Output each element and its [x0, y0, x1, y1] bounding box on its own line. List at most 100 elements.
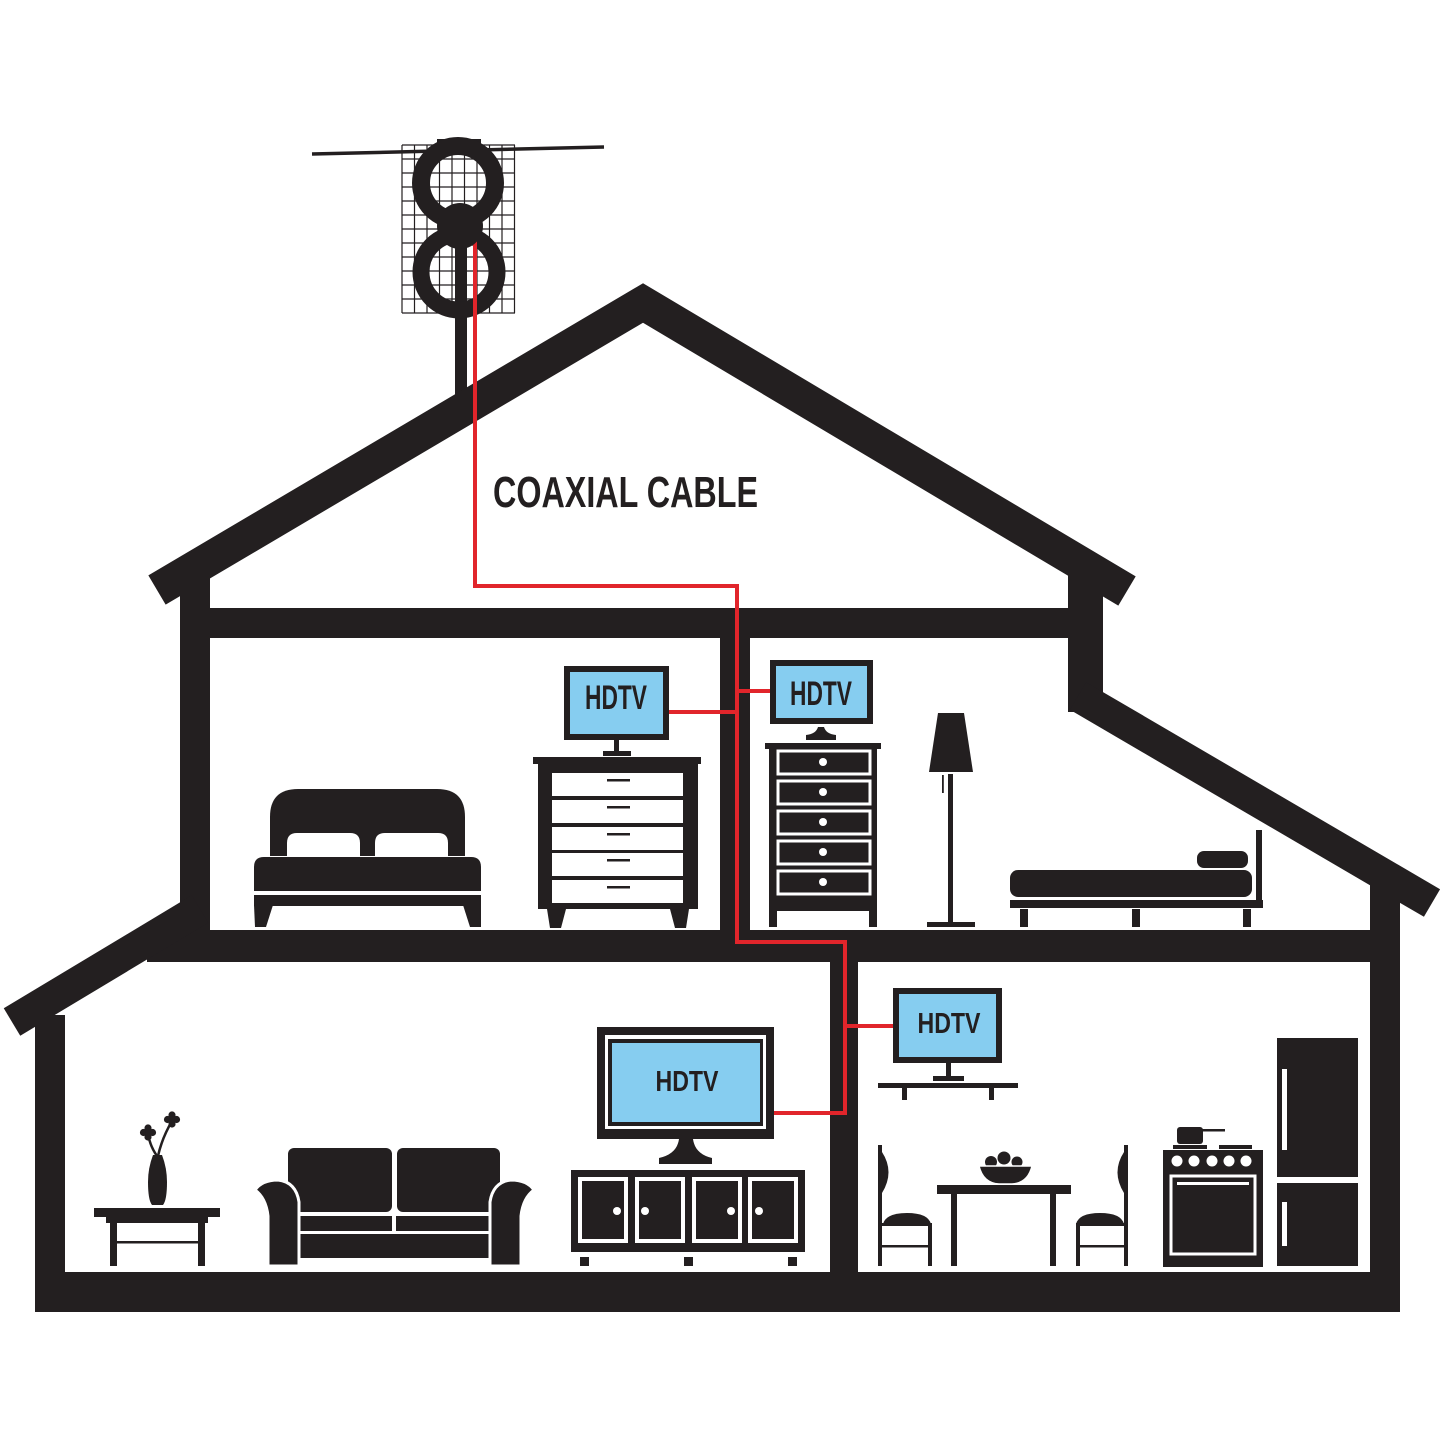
- dresser-drawer: [552, 800, 683, 823]
- chair-crossbar: [882, 1245, 929, 1248]
- ground-floor: [35, 1272, 1400, 1312]
- vase: [148, 1155, 167, 1205]
- drawer-knob: [819, 818, 827, 826]
- tv-stand: [806, 727, 836, 740]
- fruit-bowl-icon: [978, 1151, 1033, 1185]
- single-bed-icon: [1010, 830, 1263, 927]
- sofa-arm-left: [252, 1178, 301, 1268]
- dresser-leg: [769, 910, 777, 927]
- tv-stand-base: [603, 751, 631, 756]
- bed-leg: [1243, 909, 1251, 927]
- middle-floor: [147, 930, 1400, 962]
- coaxial-cable-label: COAXIAL CABLE: [493, 468, 758, 517]
- drawer-knob: [819, 758, 827, 766]
- bed-pillow-right: [375, 833, 448, 857]
- tv-stand-neck: [614, 740, 619, 752]
- table-apron: [106, 1216, 208, 1223]
- sofa-arm-right: [488, 1178, 537, 1268]
- console-foot: [788, 1257, 797, 1266]
- tv-screen: [612, 1043, 760, 1122]
- door-knob: [641, 1207, 649, 1215]
- chair-seat-frame: [882, 1223, 932, 1226]
- drawer-handle: [607, 779, 630, 782]
- dresser-drawer: [552, 880, 683, 903]
- tv-screen: [776, 666, 867, 718]
- chair-seat: [1076, 1213, 1124, 1224]
- cooking-pot: [1177, 1127, 1203, 1144]
- bed-pillow: [1197, 851, 1248, 868]
- drawer-knob: [819, 878, 827, 886]
- chair-leg: [1076, 1223, 1080, 1266]
- house-outline: [3, 283, 1441, 1312]
- chair-crossbar: [1078, 1245, 1125, 1248]
- chair-leg: [928, 1223, 932, 1266]
- dresser-leg: [547, 909, 566, 928]
- bed-leg: [1132, 909, 1140, 927]
- table-top: [94, 1208, 220, 1217]
- console-foot: [580, 1257, 589, 1266]
- console-foot: [684, 1257, 693, 1266]
- stove-knob: [1206, 1155, 1218, 1167]
- lamp-pull-chain: [942, 775, 944, 793]
- tv-label: HDTV: [656, 1066, 720, 1098]
- fridge-lower-door: [1277, 1183, 1358, 1266]
- attic-floor: [180, 608, 1103, 638]
- chair-back-cushion: [882, 1152, 889, 1193]
- hdtv-icon: HDTV: [893, 988, 1002, 1081]
- lamp-base: [927, 922, 975, 927]
- cable-main-run: [473, 240, 847, 1115]
- floor-lamp-icon: [927, 713, 975, 927]
- chair-back-post: [878, 1145, 882, 1266]
- antenna-icon: [311, 137, 605, 405]
- sofa-icon: [252, 1148, 537, 1268]
- oven-handle: [1177, 1182, 1249, 1185]
- bed-frame: [1010, 900, 1263, 908]
- console-door: [692, 1177, 742, 1243]
- chair-back-post: [1124, 1145, 1128, 1266]
- flower-blossom: [139, 1124, 157, 1141]
- table-top: [937, 1185, 1071, 1194]
- flower-blossom: [163, 1111, 181, 1128]
- drawer-knob: [819, 788, 827, 796]
- double-bed-icon: [254, 789, 481, 927]
- main-roof: [148, 283, 1136, 606]
- dresser-drawer: [552, 827, 683, 850]
- tv-label: HDTV: [790, 675, 852, 713]
- dresser-top: [533, 757, 701, 764]
- lamp-pole: [948, 774, 953, 924]
- tv-stand-neck: [946, 1063, 951, 1077]
- dresser-drawer: [552, 853, 683, 876]
- shelf-board: [878, 1083, 1018, 1088]
- sofa-seat-cushion-left: [299, 1216, 392, 1231]
- fridge-handle: [1282, 1069, 1287, 1150]
- sofa-back-cushion-left: [288, 1148, 392, 1212]
- sofa-back-cushion-right: [397, 1148, 500, 1212]
- lower-left-roof: [3, 895, 209, 1036]
- chair-seat: [883, 1213, 931, 1224]
- tv-screen: [570, 672, 663, 734]
- stove-knob: [1171, 1155, 1183, 1167]
- tv-stand-base: [933, 1076, 964, 1081]
- tv-label: HDTV: [585, 679, 647, 717]
- tall-dresser-icon: [765, 743, 881, 927]
- burner-grate: [1219, 1145, 1252, 1149]
- wall-shelf-icon: [878, 1083, 1018, 1100]
- dining-table-icon: [937, 1185, 1071, 1266]
- fridge-upper-door: [1277, 1038, 1358, 1177]
- drawer-knob: [819, 848, 827, 856]
- stove-icon: [1163, 1127, 1263, 1267]
- dresser-drawer: [552, 773, 683, 796]
- table-leg: [951, 1193, 957, 1266]
- fruit: [997, 1151, 1011, 1165]
- hdtv-icon: HDTV: [564, 666, 669, 756]
- bed-mattress: [1010, 870, 1252, 897]
- door-knob: [613, 1207, 621, 1215]
- lamp-shade: [929, 713, 973, 772]
- fruit: [985, 1156, 997, 1168]
- stove-knob: [1223, 1155, 1235, 1167]
- fruit: [1011, 1156, 1023, 1168]
- table-leg: [198, 1222, 205, 1266]
- table-crossbar: [116, 1241, 199, 1244]
